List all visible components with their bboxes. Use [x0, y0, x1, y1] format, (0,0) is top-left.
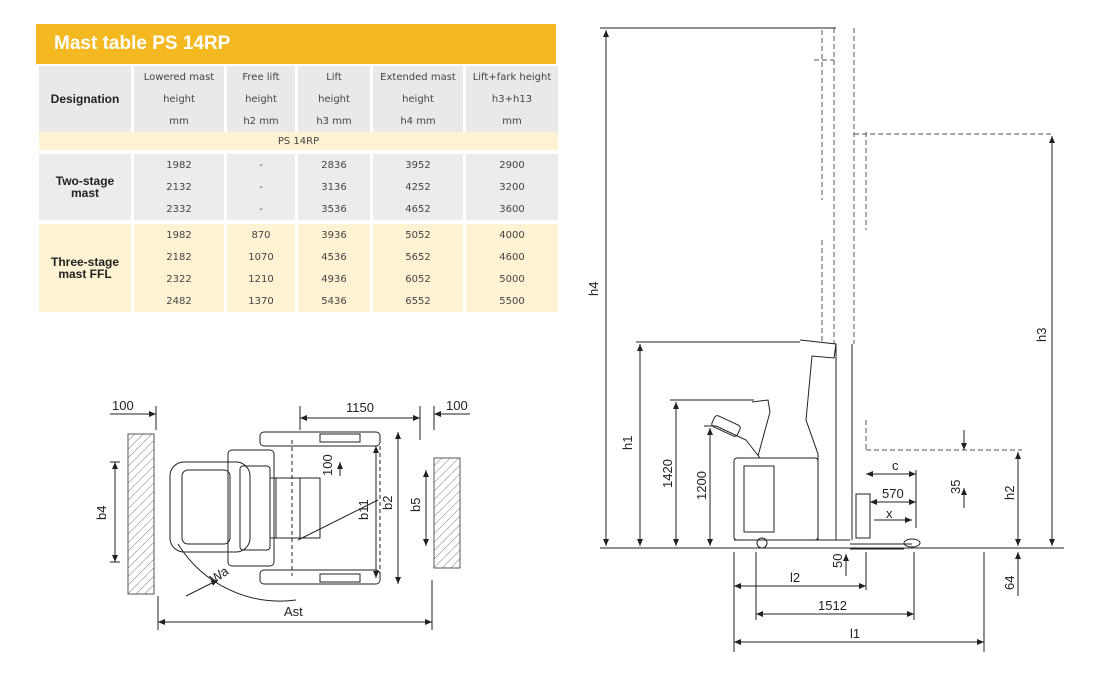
dim-50: 50	[830, 554, 845, 568]
label-l1: l1	[850, 626, 860, 641]
col-extended-mast-l2: height	[373, 88, 463, 110]
label-h4: h4	[586, 282, 601, 296]
cell: 6552	[373, 290, 463, 312]
label-h3: h3	[1034, 328, 1049, 342]
top-view-drawing	[110, 406, 470, 630]
cell: 6052	[373, 268, 463, 290]
cell: 1982	[134, 224, 224, 246]
label-x: x	[886, 506, 893, 521]
cell: 4000	[466, 224, 558, 246]
side-view-drawing	[600, 27, 1064, 652]
cell: 3952	[373, 154, 463, 176]
col-lift-fork-height-l2: h3+h13	[466, 88, 558, 110]
cell: -	[227, 154, 295, 176]
label-h2: h2	[1002, 486, 1017, 500]
model-label: PS 14RP	[39, 132, 558, 150]
col-lift-fork-height: Lift+fark height	[466, 66, 558, 88]
label-b11: b11	[356, 499, 371, 520]
col-lift: Lift	[298, 66, 370, 88]
label-l2: l2	[790, 570, 800, 585]
label-b2: b2	[380, 496, 395, 510]
model-row: PS 14RP	[39, 132, 558, 150]
cell: 2900	[466, 154, 558, 176]
header-row-2: height height height height h3+h13	[39, 88, 558, 110]
col-free-lift-unit: h2 mm	[227, 110, 295, 132]
cell: 4536	[298, 246, 370, 268]
cell: 5652	[373, 246, 463, 268]
cell: 5052	[373, 224, 463, 246]
cell: -	[227, 198, 295, 220]
cell: 1210	[227, 268, 295, 290]
col-free-lift-l2: height	[227, 88, 295, 110]
dim-100-right: 100	[446, 398, 468, 413]
dim-100-vertical: 100	[320, 454, 335, 476]
cell: 5500	[466, 290, 558, 312]
col-extended-mast-unit: h4 mm	[373, 110, 463, 132]
cell: 2482	[134, 290, 224, 312]
cell: 2132	[134, 176, 224, 198]
cell: 870	[227, 224, 295, 246]
cell: 3936	[298, 224, 370, 246]
cell: 5000	[466, 268, 558, 290]
dim-570: 570	[882, 486, 904, 501]
label-b4: b4	[94, 506, 109, 520]
label-h1: h1	[620, 436, 635, 450]
cell: 3200	[466, 176, 558, 198]
cell: 1370	[227, 290, 295, 312]
label-c: c	[892, 458, 899, 473]
col-lowered-mast-l2: height	[134, 88, 224, 110]
cell: 3536	[298, 198, 370, 220]
cell: 4600	[466, 246, 558, 268]
table-title: Mast table PS 14RP	[54, 33, 231, 54]
dim-1512: 1512	[818, 598, 847, 613]
cell: 4652	[373, 198, 463, 220]
top-view-labels: 100 1150 100 100 b4 b11 b2 b5 Wa Ast	[94, 398, 468, 619]
cell: 4252	[373, 176, 463, 198]
col-extended-mast: Extended mast	[373, 66, 463, 88]
table-title-bar: Mast table PS 14RP	[36, 24, 556, 64]
dim-64: 64	[1002, 576, 1017, 590]
col-lowered-mast: Lowered mast	[134, 66, 224, 88]
col-lift-unit: h3 mm	[298, 110, 370, 132]
col-lift-l2: height	[298, 88, 370, 110]
col-free-lift: Free lift	[227, 66, 295, 88]
label-ast: Ast	[284, 604, 303, 619]
cell: 3600	[466, 198, 558, 220]
cell: 1070	[227, 246, 295, 268]
header-row-1: Designation Lowered mast Free lift Lift …	[39, 66, 558, 132]
label-wa: Wa	[207, 563, 232, 587]
label-b5: b5	[408, 498, 423, 512]
dim-1420: 1420	[660, 459, 675, 488]
dim-100-left: 100	[112, 398, 134, 413]
cell: 1982	[134, 154, 224, 176]
header-row-3: mm h2 mm h3 mm h4 mm mm	[39, 110, 558, 132]
cell: 5436	[298, 290, 370, 312]
cell: 2322	[134, 268, 224, 290]
cell: 2332	[134, 198, 224, 220]
cell: 2836	[298, 154, 370, 176]
col-lift-fork-height-unit: mm	[466, 110, 558, 132]
cell: 4936	[298, 268, 370, 290]
col-lowered-mast-unit: mm	[134, 110, 224, 132]
cell: -	[227, 176, 295, 198]
col-designation: Designation	[39, 66, 131, 132]
mast-table: Designation Lowered mast Free lift Lift …	[36, 66, 561, 312]
dim-1150: 1150	[346, 400, 374, 415]
side-view-labels: h4 h3 h1 1420 1200 c 570 x 35 h2 50 l2 1…	[586, 282, 1049, 641]
cell: 2182	[134, 246, 224, 268]
cell: 3136	[298, 176, 370, 198]
dim-1200: 1200	[694, 471, 709, 500]
dim-35: 35	[948, 480, 963, 494]
